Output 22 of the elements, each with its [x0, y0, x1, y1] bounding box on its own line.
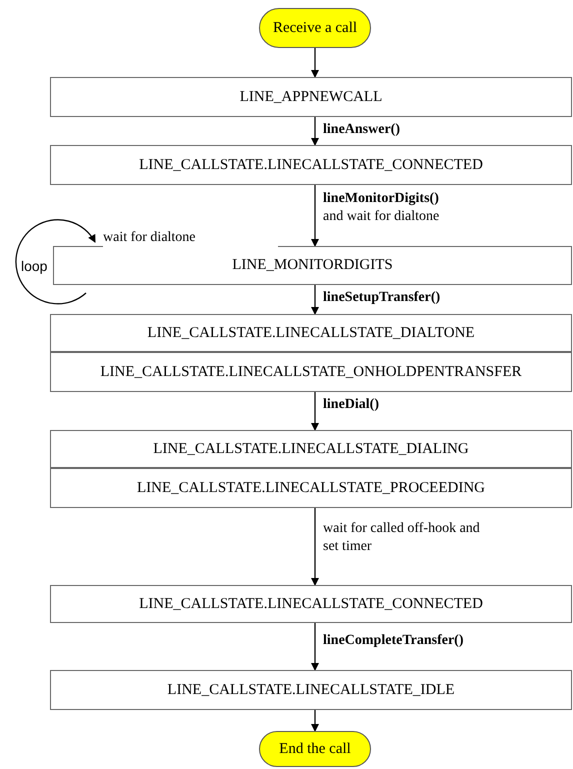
process-box: LINE_CALLSTATE.LINECALLSTATE_CONNECTED: [50, 585, 572, 623]
process-box: LINE_CALLSTATE.LINECALLSTATE_DIALING: [50, 430, 572, 468]
process-box: LINE_CALLSTATE.LINECALLSTATE_CONNECTED: [50, 145, 572, 185]
process-box: LINE_APPNEWCALL: [50, 77, 572, 117]
loop-label: loop: [21, 257, 48, 276]
arrow: [311, 117, 319, 146]
process-box: LINE_CALLSTATE.LINECALLSTATE_ONHOLDPENTRANSFER: [50, 352, 572, 392]
terminal-shape: End the call: [259, 731, 371, 767]
arrow: [311, 710, 319, 732]
process-box: LINE_MONITORDIGITS: [53, 246, 572, 285]
process-box: LINE_CALLSTATE.LINECALLSTATE_DIALTONE: [50, 314, 572, 352]
edge-label: wait for dialtone: [103, 229, 278, 247]
arrow: [311, 392, 319, 431]
arrow: [311, 623, 319, 671]
loop-arrow: [15, 219, 96, 304]
arrow: [311, 508, 319, 586]
process-box: LINE_CALLSTATE.LINECALLSTATE_IDLE: [50, 670, 572, 710]
arrow: [311, 48, 319, 78]
process-box: LINE_CALLSTATE.LINECALLSTATE_PROCEEDING: [50, 468, 572, 508]
terminal-shape: Receive a call: [259, 8, 371, 48]
arrow: [311, 285, 319, 315]
arrow: [311, 185, 319, 247]
